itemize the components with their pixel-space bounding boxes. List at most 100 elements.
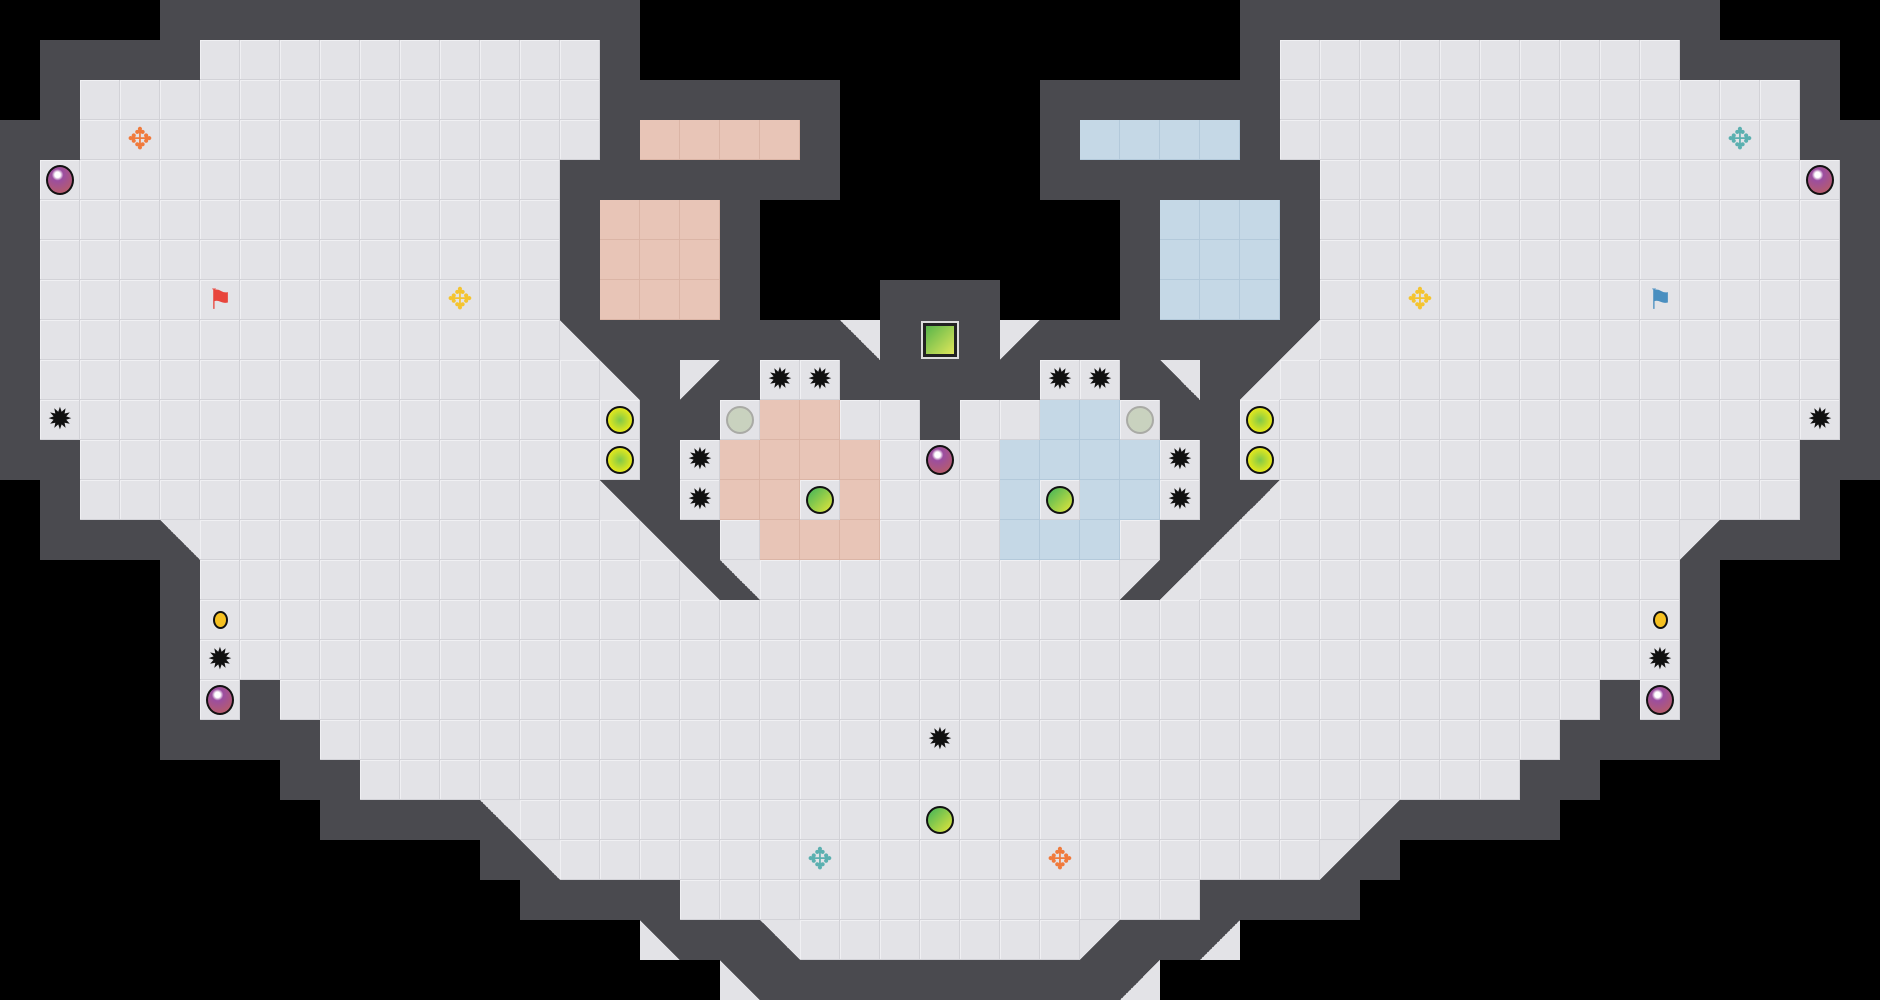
floor-tile — [800, 760, 840, 800]
boost-glyph: ✥ — [1407, 282, 1433, 317]
floor-tile — [840, 840, 880, 880]
wall-tile — [1240, 320, 1280, 360]
wall-tile — [680, 320, 720, 360]
floor-tile — [320, 560, 360, 600]
floor-tile — [240, 120, 280, 160]
wall-tile — [160, 600, 200, 640]
floor-tile — [240, 480, 280, 520]
wall-tile — [1800, 440, 1840, 480]
floor-tile — [1360, 40, 1400, 80]
floor-tile — [1600, 400, 1640, 440]
wall-tile — [800, 120, 840, 160]
wall-tile — [840, 360, 880, 400]
floor-tile — [1640, 160, 1680, 200]
floor-tile — [360, 560, 400, 600]
blue-team-tile — [1200, 240, 1240, 280]
speed-pad-glyph — [1246, 406, 1274, 434]
wall-tile — [1480, 0, 1520, 40]
wall-tile — [1600, 680, 1640, 720]
wall-tile — [0, 160, 40, 200]
wall-tile — [560, 0, 600, 40]
floor-tile — [1400, 120, 1440, 160]
red-team-tile — [760, 520, 800, 560]
floor-tile — [1720, 480, 1760, 520]
floor-tile — [400, 640, 440, 680]
wall-tile — [0, 400, 40, 440]
floor-tile — [760, 680, 800, 720]
floor-tile — [1720, 120, 1760, 160]
diagonal-wall-tile — [720, 960, 760, 1000]
floor-tile — [640, 840, 680, 880]
wall-tile — [1520, 800, 1560, 840]
floor-tile — [520, 200, 560, 240]
floor-tile — [1560, 160, 1600, 200]
floor-tile — [1240, 720, 1280, 760]
floor-tile — [1280, 400, 1320, 440]
floor-tile — [1560, 120, 1600, 160]
floor-tile — [1640, 440, 1680, 480]
wall-tile — [1080, 960, 1120, 1000]
floor-tile — [40, 240, 80, 280]
floor-tile — [1080, 360, 1120, 400]
floor-tile — [1760, 120, 1800, 160]
floor-tile — [440, 80, 480, 120]
floor-tile — [760, 640, 800, 680]
floor-tile — [480, 200, 520, 240]
bomb-glyph — [926, 445, 954, 475]
floor-tile — [440, 520, 480, 560]
floor-tile — [1480, 720, 1520, 760]
floor-tile — [120, 160, 160, 200]
wall-tile — [1160, 400, 1200, 440]
floor-tile — [80, 200, 120, 240]
floor-tile — [280, 120, 320, 160]
wall-tile — [1320, 0, 1360, 40]
floor-tile — [1360, 320, 1400, 360]
floor-tile — [1040, 880, 1080, 920]
floor-tile — [520, 760, 560, 800]
floor-tile — [720, 840, 760, 880]
floor-tile — [560, 560, 600, 600]
floor-tile — [1160, 880, 1200, 920]
speed-pad-icon — [600, 440, 640, 480]
floor-tile — [760, 720, 800, 760]
floor-tile — [1080, 600, 1120, 640]
floor-tile — [800, 680, 840, 720]
floor-tile — [1320, 800, 1360, 840]
bomb-icon — [1800, 160, 1840, 200]
floor-tile — [1680, 280, 1720, 320]
blue-team-tile — [1160, 120, 1200, 160]
floor-tile — [720, 880, 760, 920]
floor-tile — [1440, 480, 1480, 520]
floor-tile — [160, 400, 200, 440]
floor-tile — [1800, 200, 1840, 240]
floor-tile — [1640, 120, 1680, 160]
floor-tile — [400, 560, 440, 600]
floor-tile — [1440, 200, 1480, 240]
floor-tile — [80, 240, 120, 280]
wall-tile — [1240, 0, 1280, 40]
wall-tile — [960, 960, 1000, 1000]
wall-tile — [0, 200, 40, 240]
floor-tile — [920, 560, 960, 600]
floor-tile — [440, 160, 480, 200]
floor-tile — [1360, 600, 1400, 640]
floor-tile — [1160, 680, 1200, 720]
floor-tile — [40, 200, 80, 240]
floor-tile — [1360, 720, 1400, 760]
floor-tile — [1040, 720, 1080, 760]
floor-tile — [280, 240, 320, 280]
floor-tile — [680, 680, 720, 720]
floor-tile — [600, 640, 640, 680]
floor-tile — [360, 360, 400, 400]
floor-tile — [280, 680, 320, 720]
floor-tile — [1240, 600, 1280, 640]
floor-tile — [1440, 360, 1480, 400]
wall-tile — [1280, 240, 1320, 280]
floor-tile — [120, 400, 160, 440]
wall-tile — [1760, 40, 1800, 80]
floor-tile — [440, 600, 480, 640]
floor-tile — [160, 360, 200, 400]
wall-tile — [720, 240, 760, 280]
floor-tile — [1000, 720, 1040, 760]
wall-tile — [400, 0, 440, 40]
